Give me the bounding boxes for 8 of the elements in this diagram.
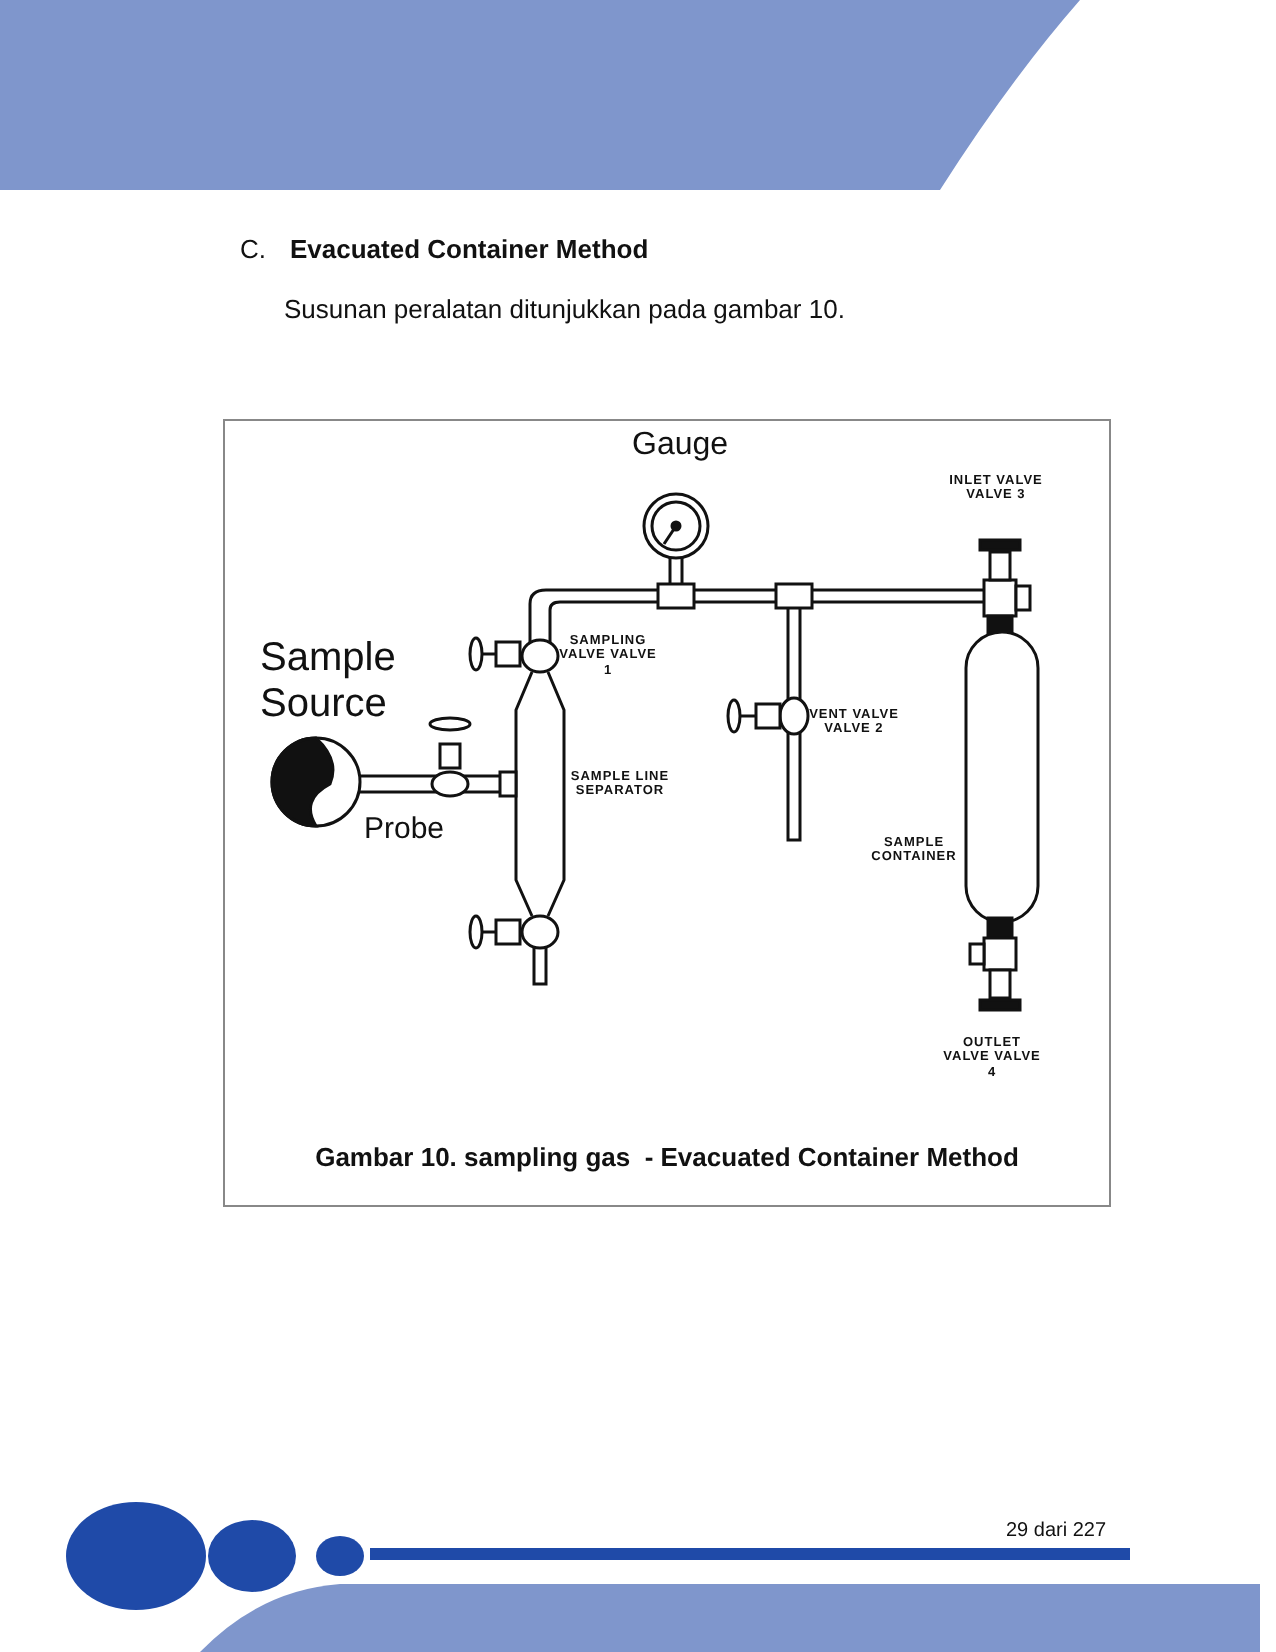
- gauge-label: Gauge: [632, 428, 729, 465]
- figure-caption: Gambar 10. sampling gas - Evacuated Container Method: [313, 1144, 1021, 1174]
- probe-label: Probe: [364, 812, 445, 847]
- section-heading: Evacuated Container Method: [290, 236, 649, 266]
- page-number: 29 dari 227: [1006, 1520, 1107, 1543]
- sample-source-label: Sample Source: [260, 636, 398, 728]
- section-letter: C.: [240, 236, 266, 266]
- body-text: Susunan peralatan ditunjukkan pada gambar 10.: [284, 296, 845, 326]
